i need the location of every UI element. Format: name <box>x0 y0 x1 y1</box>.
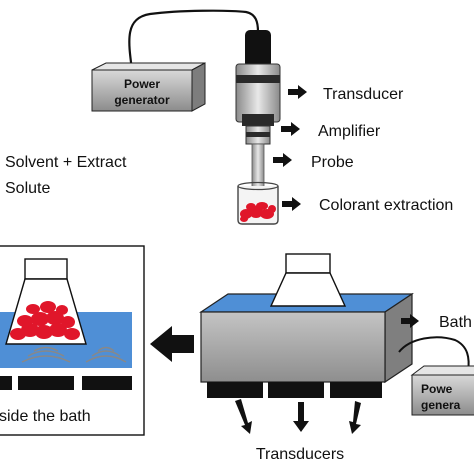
power-cable <box>128 9 260 71</box>
transducer-arrows <box>235 399 361 434</box>
transducer-body <box>235 63 281 123</box>
bath-flask <box>269 253 347 307</box>
arrow-amplifier <box>281 122 300 136</box>
inset-transducer-3 <box>82 376 132 390</box>
bath-transducer-2 <box>268 382 324 398</box>
colorant-extraction-label: Colorant extraction <box>319 197 453 214</box>
bath-power-cable <box>398 336 470 373</box>
arrow-to-inset <box>150 326 194 362</box>
arrow-bath <box>401 314 419 328</box>
arrow-probe <box>273 153 292 167</box>
inset-transducer-2 <box>18 376 74 390</box>
power-generator-label-line1: Power <box>124 77 160 91</box>
bath-power-generator-label-line2: genera <box>421 398 461 412</box>
arrow-transducer <box>288 85 307 99</box>
transducer-cap <box>245 30 271 68</box>
bath-transducer-3 <box>330 382 382 398</box>
inset-sound-waves <box>21 346 127 363</box>
arrow-colorant <box>282 197 301 211</box>
bath-power-generator-label-line1: Powe <box>421 382 453 396</box>
transducer-band-2 <box>242 114 274 126</box>
bath-label: Bath <box>439 314 472 331</box>
inside-bath-label: side the bath <box>0 408 91 425</box>
bath-power-generator: Powe genera <box>410 365 474 416</box>
transducer-band <box>236 75 280 83</box>
bath-front <box>200 311 386 383</box>
power-generator-box: Power generator <box>91 62 206 112</box>
amplifier-label: Amplifier <box>318 123 381 140</box>
ultrasonic-bath: Transducers Bath Powe genera <box>199 253 474 463</box>
inset-red-particles <box>10 301 80 340</box>
inset-flask <box>5 258 87 345</box>
solvent-extract-label: Solvent + Extract <box>5 154 127 171</box>
red-particles <box>240 202 276 222</box>
probe-system: Power generator <box>5 9 453 225</box>
solute-label: Solute <box>5 180 50 197</box>
bath-inset: side the bath <box>0 245 145 436</box>
amplifier-band <box>246 132 270 137</box>
transducers-label: Transducers <box>256 446 344 463</box>
inset-transducer-1 <box>0 376 12 390</box>
beaker <box>237 181 279 225</box>
bath-transducer-1 <box>207 382 263 398</box>
probe-label: Probe <box>311 154 354 171</box>
power-generator-label-line2: generator <box>114 93 170 107</box>
transducer-label: Transducer <box>323 86 404 103</box>
